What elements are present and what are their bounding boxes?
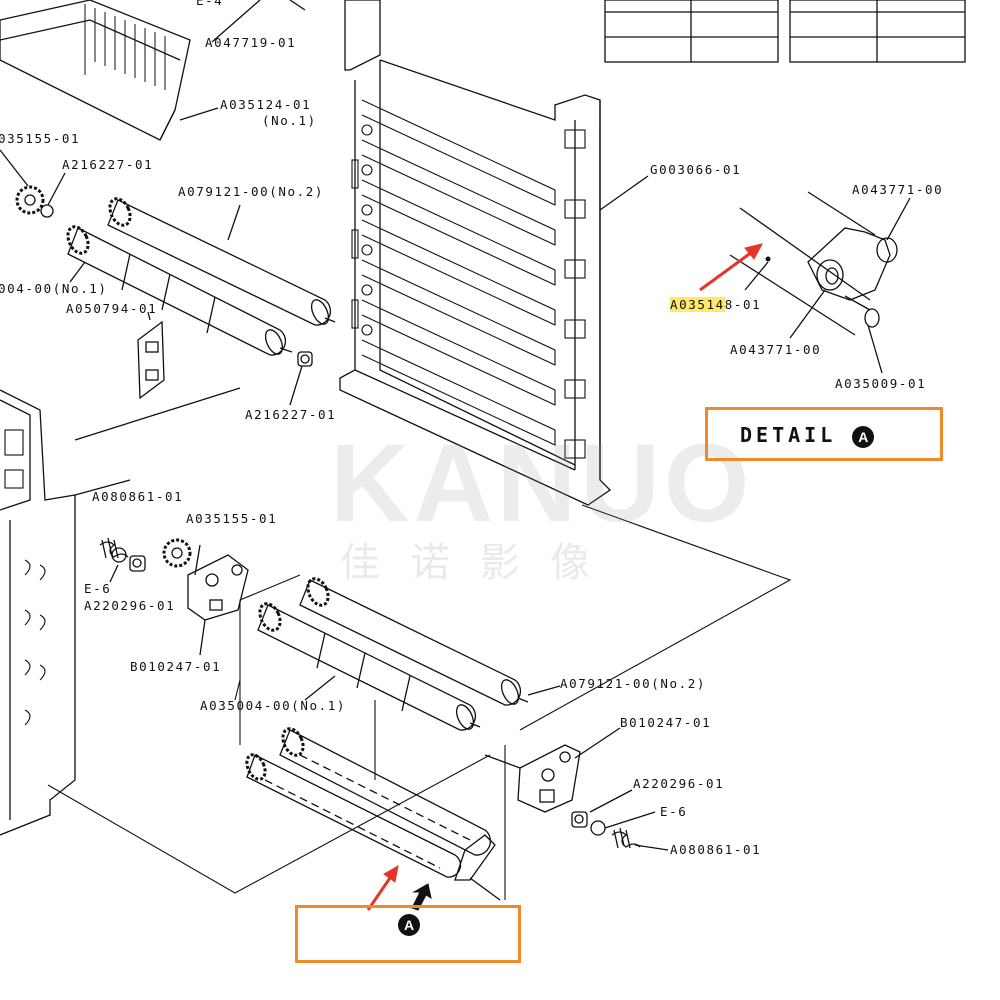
label-a216227-mid: A216227-01 (245, 407, 337, 422)
upper-roller-no2 (107, 197, 336, 326)
label-a035004-mid: A035004-00(No.1) (200, 698, 347, 713)
label-a080861-left: A080861-01 (92, 489, 184, 504)
lower-left-parts (99, 537, 249, 656)
watermark-text: KANUO (330, 422, 754, 545)
callout-box: A (295, 905, 521, 963)
label-e6-right: E-6 (660, 804, 688, 819)
callout-badge: A (398, 914, 420, 936)
label-a035148-rest: 8-01 (724, 297, 762, 312)
bracket-a050794 (137, 311, 165, 400)
label-a216227-top: A216227-01 (62, 157, 154, 172)
label-a043771-top: A043771-00 (852, 182, 944, 197)
lower-roller-no2 (299, 577, 561, 706)
label-a050794: A050794-01 (66, 301, 158, 316)
transfer-roller-assembly (245, 727, 501, 901)
label-a035148: A035148-01 (670, 297, 762, 312)
label-b010247-left: B010247-01 (130, 659, 222, 674)
upper-guide-tray (0, 0, 306, 141)
label-b010247-right: B010247-01 (620, 715, 712, 730)
label-a043771-bot: A043771-00 (730, 342, 822, 357)
label-e6-left: E-6 (84, 581, 112, 596)
label-a047719: A047719-01 (205, 35, 297, 50)
detail-box: DETAIL A (705, 407, 943, 461)
red-arrow-detail (699, 243, 763, 292)
upper-roller-no1 (66, 225, 293, 356)
left-side-frame (0, 387, 241, 836)
label-a035004-top: 004-00(No.1) (0, 281, 108, 296)
label-a220296-left: A220296-01 (84, 598, 176, 613)
label-a080861-right: A080861-01 (670, 842, 762, 857)
detail-title-row: DETAIL A (740, 423, 875, 448)
parts-table (604, 0, 966, 63)
lower-right-parts (484, 727, 669, 851)
lower-roller-no1 (257, 602, 481, 731)
label-a079121-mid: A079121-00(No.2) (560, 676, 707, 691)
detail-arm-part (729, 191, 911, 374)
label-a035124-sub: (No.1) (262, 113, 317, 128)
assembly-leader-lines (47, 504, 792, 900)
label-g003066: G003066-01 (650, 162, 742, 177)
label-a079121-top: A079121-00(No.2) (178, 184, 325, 199)
label-a035155-mid: A035155-01 (186, 511, 278, 526)
center-frame-g003066 (339, 0, 649, 506)
detail-dot (765, 256, 771, 262)
gear-top (0, 149, 66, 218)
label-a220296-right: A220296-01 (633, 776, 725, 791)
label-a035155-top: 035155-01 (0, 131, 81, 146)
bushing-mid (289, 351, 313, 406)
detail-title: DETAIL (740, 423, 837, 447)
label-a035148-highlight: A03514 (670, 297, 725, 312)
label-a035124: A035124-01 (220, 97, 312, 112)
detail-badge: A (852, 425, 875, 448)
label-a035009: A035009-01 (835, 376, 927, 391)
label-e4-top: E-4 (196, 0, 224, 8)
watermark-subtext: 佳诺影像 (340, 540, 620, 586)
red-arrow-callout (366, 865, 399, 911)
